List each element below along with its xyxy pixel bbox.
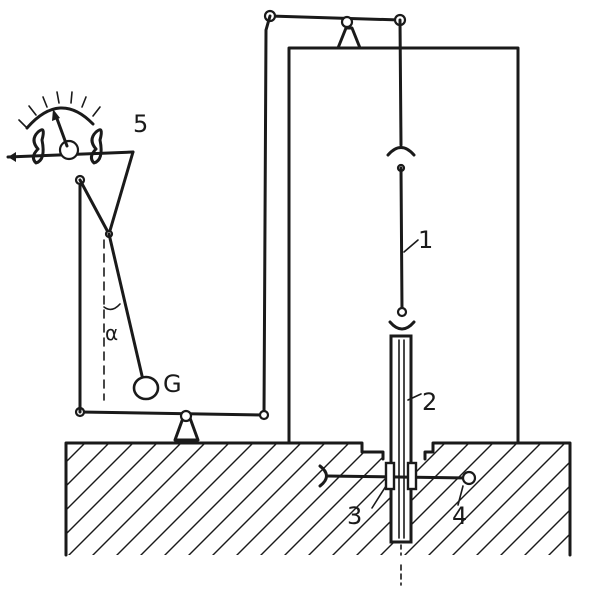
hatch-line — [0, 440, 40, 560]
hatch-line — [279, 443, 401, 555]
hatch-line — [66, 443, 137, 555]
hatch-line — [159, 443, 281, 555]
hatch-line — [183, 443, 305, 555]
lower-grip — [388, 320, 416, 331]
label-sleeve: 2 — [422, 388, 437, 416]
dial-scale — [25, 106, 95, 130]
hatch-line — [327, 443, 449, 555]
ground-hatching — [0, 440, 615, 560]
bottom-lever — [74, 406, 270, 442]
pendulum-weight — [132, 375, 160, 401]
clamp-jaw — [318, 464, 328, 488]
angle-arc — [103, 303, 121, 311]
hatch-line — [66, 443, 185, 555]
hatch-line — [0, 440, 64, 560]
clamp-block-left — [384, 461, 396, 491]
screw-leader — [457, 485, 464, 506]
dial-needle — [54, 114, 69, 148]
right-roller — [89, 128, 103, 165]
label-rod: 1 — [418, 226, 433, 254]
lower-joint — [396, 306, 408, 318]
sleeve-leader — [407, 393, 422, 401]
dial-center — [58, 139, 80, 161]
label-weight: G — [163, 370, 182, 398]
label-screw: 4 — [452, 502, 467, 530]
hatch-line — [495, 443, 570, 555]
hatch-line — [87, 443, 209, 555]
label-indicator: 5 — [133, 110, 148, 138]
hatch-line — [255, 443, 377, 555]
hatch-line — [66, 443, 89, 555]
hatch-line — [111, 443, 233, 555]
dial-indicator — [6, 91, 135, 165]
clamp-assembly — [318, 461, 477, 509]
left-roller — [31, 128, 45, 165]
hatch-line — [207, 443, 329, 555]
label-angle: α — [105, 321, 118, 345]
hatch-line — [231, 443, 353, 555]
top-lever — [263, 9, 407, 50]
hatch-line — [66, 443, 113, 555]
top-fulcrum — [336, 26, 362, 50]
top-fulcrum-pin — [340, 15, 354, 29]
dial-ticks — [18, 91, 101, 129]
screw-head — [461, 470, 477, 486]
left-link-rod — [262, 14, 272, 417]
pendulum-assembly — [74, 150, 160, 414]
hatch-line — [592, 440, 615, 560]
clamp-block-right — [406, 461, 418, 491]
ground-base — [0, 440, 615, 560]
hatch-line — [543, 443, 570, 555]
housing-frame — [287, 46, 520, 445]
bottom-right-pin — [258, 409, 270, 421]
bottom-fulcrum-pin — [179, 409, 193, 423]
specimen-tube — [389, 334, 413, 586]
clamp-leader — [371, 485, 387, 509]
hatch-line — [423, 443, 545, 555]
indicator-pointer-arm — [107, 150, 135, 236]
indicator-arrow-head — [8, 152, 16, 162]
pendulum-arm — [107, 232, 145, 382]
upper-grip-top — [386, 146, 416, 157]
tension-rod — [386, 18, 416, 331]
hatch-line — [567, 443, 570, 555]
dial-needle-tip — [52, 109, 60, 121]
label-clamp: 3 — [347, 502, 362, 530]
rod-leader — [403, 239, 419, 253]
hatch-line — [447, 443, 569, 555]
hatch-line — [135, 443, 257, 555]
hatch-line — [519, 443, 570, 555]
hatch-line — [66, 443, 161, 555]
hatch-line — [471, 443, 570, 555]
